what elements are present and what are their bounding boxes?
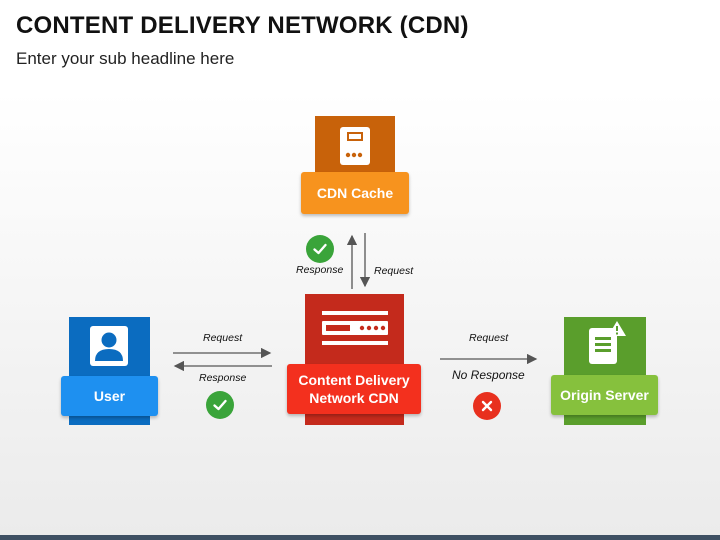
cache-request-label: Request (374, 265, 414, 277)
user-request-label: Request (203, 332, 243, 344)
server-device-icon (339, 126, 371, 171)
user-success-check-icon (206, 391, 234, 419)
page-subtitle: Enter your sub headline here (16, 49, 235, 68)
user-response-label: Response (199, 372, 247, 384)
server-rack-icon (322, 311, 388, 352)
cache-success-check-icon (306, 235, 334, 263)
cache-response-label: Response (296, 264, 344, 276)
user-icon (90, 326, 128, 371)
origin-request-label: Request (469, 332, 509, 344)
origin-no-response-label: No Response (452, 368, 525, 382)
user-label: User (61, 376, 158, 416)
cdn-label: Content Delivery Network CDN (287, 364, 421, 414)
document-warning-icon (586, 321, 628, 372)
cdn-cache-label: CDN Cache (301, 172, 409, 214)
origin-fail-x-icon (473, 392, 501, 420)
footer-bar (0, 535, 720, 540)
origin-server-label: Origin Server (551, 375, 658, 415)
page-title: CONTENT DELIVERY NETWORK (CDN) (16, 12, 469, 39)
